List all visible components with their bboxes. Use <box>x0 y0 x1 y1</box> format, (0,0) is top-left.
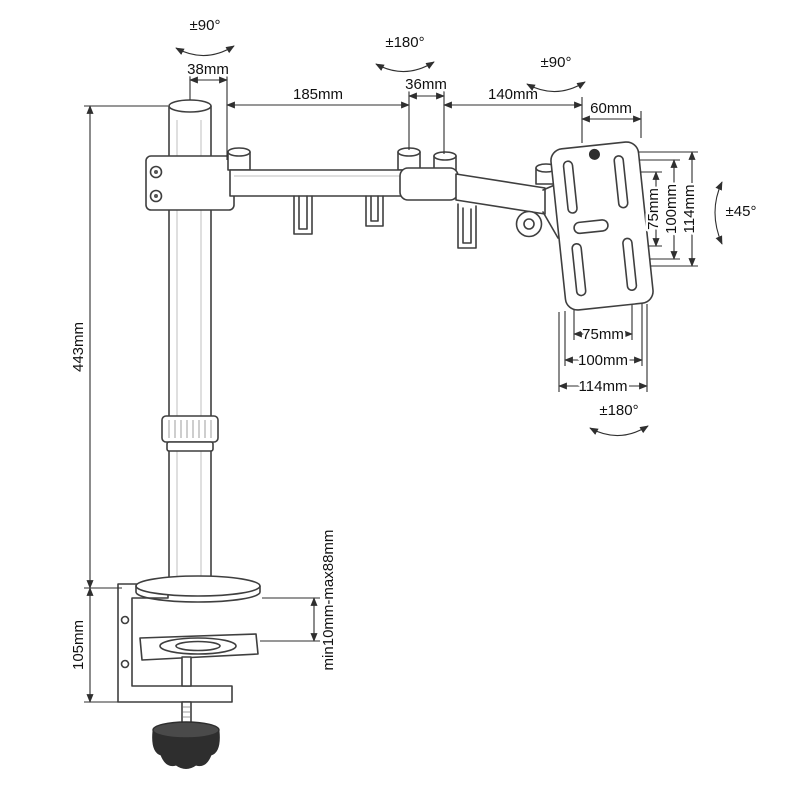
rotation-label-pole: ±90° <box>190 17 221 34</box>
dim-label-185mm: 185mm <box>293 86 343 103</box>
rotation-annotations: ±90° ±180° ±90° ±45° ±180° <box>175 17 757 437</box>
rotation-label-plate: ±180° <box>599 402 638 419</box>
dim-label-60mm: 60mm <box>590 100 632 117</box>
dim-label-vesa-v-75: 75mm <box>645 188 662 230</box>
rotation-label-tilt: ±45° <box>726 203 757 220</box>
dim-label-140mm: 140mm <box>488 86 538 103</box>
dim-label-38mm: 38mm <box>187 61 229 78</box>
rotation-label-head: ±90° <box>541 54 572 71</box>
dim-label-vesa-v-100: 100mm <box>663 184 680 234</box>
tilt-hinge <box>515 183 559 239</box>
mount-drawing <box>117 99 654 769</box>
dim-label-vesa-h-75: 75mm <box>582 326 624 343</box>
arm-segment-1 <box>229 169 411 197</box>
cable-clips <box>293 195 477 249</box>
rotation-arc-head <box>526 81 586 93</box>
clamp-knob <box>152 721 220 769</box>
dim-label-pole-height: 443mm <box>70 322 87 372</box>
plate-bolt <box>588 148 600 160</box>
dim-label-clamp-height: 105mm <box>70 620 87 670</box>
dim-label-36mm: 36mm <box>405 76 447 93</box>
dimensions: 38mm 185mm 36mm 140mm 60mm 443mm 105mm m… <box>68 59 701 703</box>
rotation-label-elbow: ±180° <box>385 34 424 51</box>
rotation-arc-plate <box>589 425 649 437</box>
dim-label-vesa-v-114: 114mm <box>681 185 698 234</box>
arm-segment-2 <box>455 173 546 215</box>
rotation-arc-tilt <box>714 181 723 245</box>
rotation-arc-pole <box>175 45 235 57</box>
vesa-plate <box>550 141 654 311</box>
arm-elbow-link <box>399 167 459 201</box>
dim-label-vesa-h-100: 100mm <box>578 352 628 369</box>
dim-label-clamp-range: min10mm-max88mm <box>320 530 337 671</box>
dim-label-vesa-h-114: 114mm <box>579 378 628 395</box>
pole-bracket <box>145 155 235 211</box>
base-plate <box>135 575 261 597</box>
arm <box>227 147 559 249</box>
rotation-arc-elbow <box>375 61 435 73</box>
desk-clamp <box>117 575 261 769</box>
clamp-screw <box>181 656 192 687</box>
